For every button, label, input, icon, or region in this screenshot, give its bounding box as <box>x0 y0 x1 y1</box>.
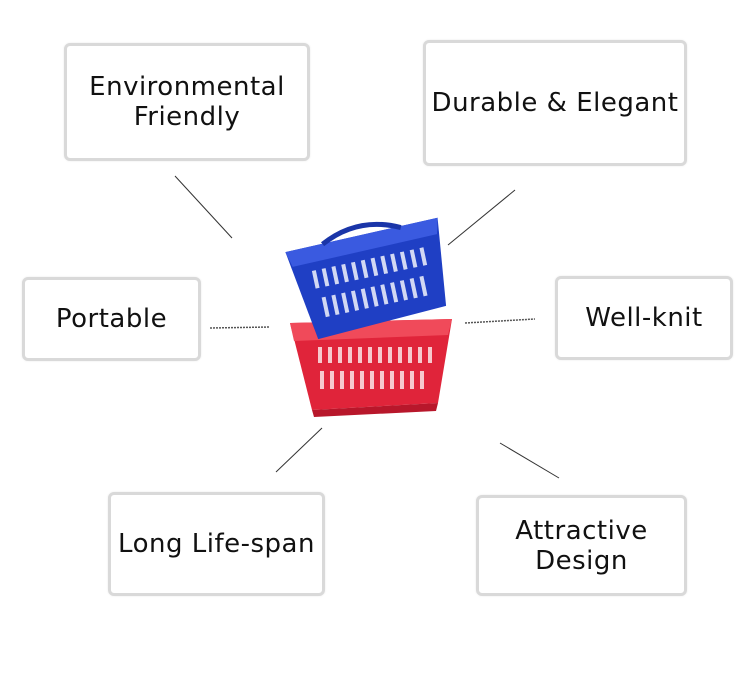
connector-portable <box>209 326 271 329</box>
feature-box-longlife: Long Life-span <box>108 492 325 596</box>
connector-longlife <box>275 427 323 473</box>
feature-label-environmental: Environmental Friendly <box>89 72 285 132</box>
connector-wellknit <box>464 318 536 324</box>
feature-box-portable: Portable <box>22 277 201 361</box>
feature-label-wellknit: Well-knit <box>585 303 703 333</box>
feature-box-wellknit: Well-knit <box>555 276 733 360</box>
feature-box-environmental: Environmental Friendly <box>64 43 310 161</box>
feature-label-longlife: Long Life-span <box>118 529 315 559</box>
red-basket <box>290 319 452 417</box>
feature-label-portable: Portable <box>55 304 168 334</box>
shopping-basket-image <box>285 217 452 417</box>
feature-label-attractive: Attractive Design <box>515 515 648 576</box>
blue-basket <box>285 217 447 340</box>
connector-attractive <box>499 442 560 479</box>
connector-environmental <box>174 175 233 239</box>
feature-box-durable: Durable & Elegant <box>423 40 687 166</box>
feature-box-attractive: Attractive Design <box>476 495 687 596</box>
feature-label-durable: Durable & Elegant <box>431 88 679 118</box>
connector-durable <box>447 189 516 246</box>
